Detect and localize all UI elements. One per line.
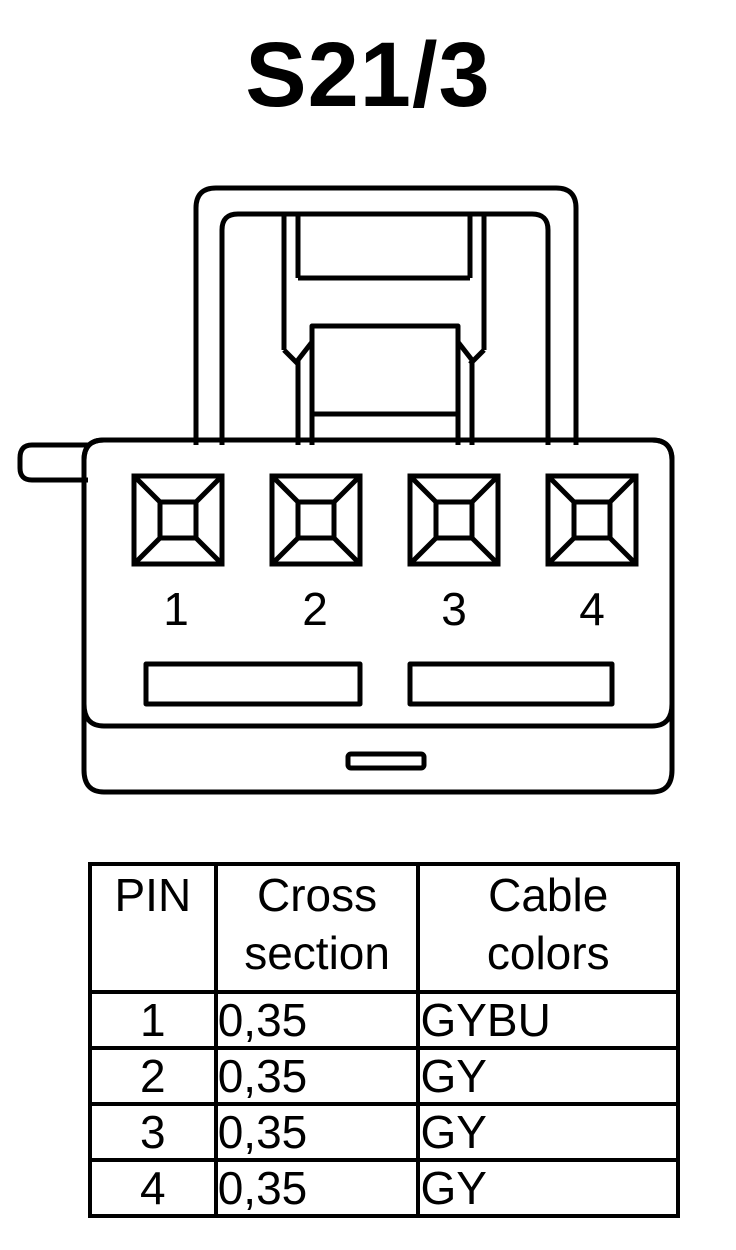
pin-label-1: 1 [163, 583, 189, 635]
table-row: 3 0,35 GY [88, 1102, 680, 1162]
cell-cross-section: 0,35 [213, 1158, 421, 1218]
header-pin: PIN [88, 862, 218, 994]
housing-face [81, 437, 675, 729]
pin-label-2: 2 [302, 583, 328, 635]
connector-drawing: 1 2 3 4 [17, 185, 675, 795]
slot-left [143, 661, 363, 707]
bottom-slot [345, 751, 427, 771]
slot-right [407, 661, 615, 707]
cell-pin: 3 [88, 1102, 218, 1162]
latch-tongue [295, 323, 475, 445]
latch-outer [193, 185, 579, 445]
cell-cross-section: 0,35 [213, 1102, 421, 1162]
table-row: 2 0,35 GY [88, 1046, 680, 1106]
cell-cross-section: 0,35 [213, 1046, 421, 1106]
cavity-2 [269, 473, 363, 567]
table-row: 4 0,35 GY [88, 1158, 680, 1218]
table-row: 1 0,35 GYBU [88, 990, 680, 1050]
pin-label-3: 3 [441, 583, 467, 635]
cell-pin: 4 [88, 1158, 218, 1218]
cell-pin: 1 [88, 990, 218, 1050]
pin-label-4: 4 [579, 583, 605, 635]
connector-title: S21/3 [245, 24, 491, 126]
cell-color: GYBU [416, 990, 680, 1050]
side-tab [17, 442, 88, 483]
cell-color: GY [416, 1046, 680, 1106]
cell-color: GY [416, 1102, 680, 1162]
cavity-1 [131, 473, 225, 567]
latch-inner [219, 211, 551, 445]
cell-color: GY [416, 1158, 680, 1218]
cavity-3 [407, 473, 501, 567]
cell-cross-section: 0,35 [213, 990, 421, 1050]
cavity-4 [545, 473, 639, 567]
cell-pin: 2 [88, 1046, 218, 1106]
